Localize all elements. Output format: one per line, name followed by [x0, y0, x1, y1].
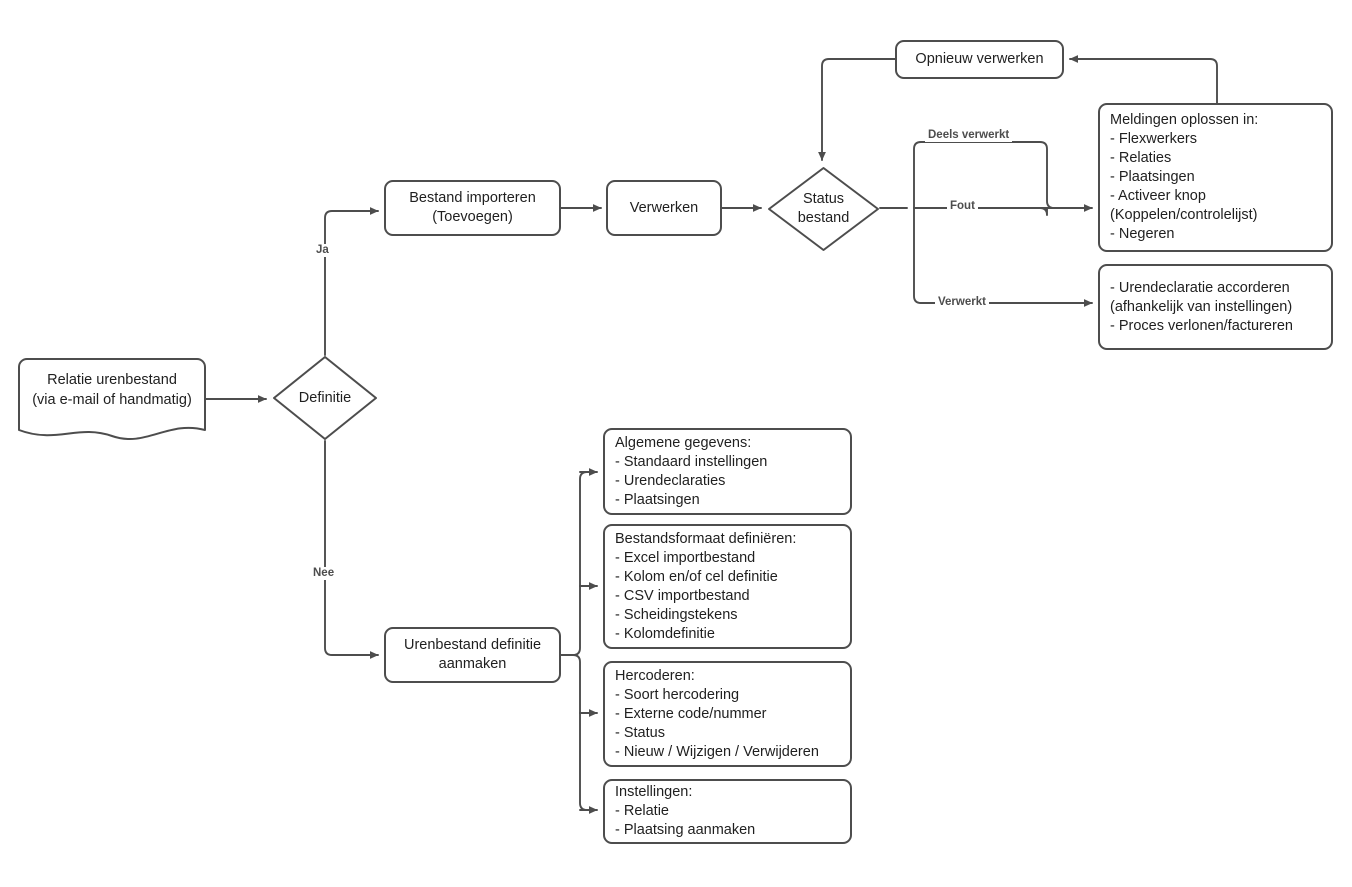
- node-verwerken: Verwerken: [606, 180, 722, 236]
- node-text-line: - Plaatsing aanmaken: [615, 822, 756, 838]
- edge-label-ja: Ja: [313, 244, 332, 257]
- node-bestand-importeren: Bestand importeren (Toevoegen): [384, 180, 561, 236]
- node-text-line: Instellingen:: [615, 784, 693, 800]
- node-hercoderen: Hercoderen: - Soort hercodering - Extern…: [603, 661, 852, 767]
- node-meldingen-oplossen: Meldingen oplossen in: - Flexwerkers - R…: [1098, 103, 1333, 252]
- node-algemene-gegevens: Algemene gegevens: - Standaard instellin…: [603, 428, 852, 515]
- node-text-line: Bestandsformaat definiëren:: [615, 530, 797, 547]
- node-status-bestand: Status bestand: [767, 166, 880, 252]
- edge-label-fout: Fout: [947, 200, 978, 213]
- node-urenbestand-definitie: Urenbestand definitie aanmaken: [384, 627, 561, 683]
- node-urendeclaratie: - Urendeclaratie accorderen (afhankelijk…: [1098, 264, 1333, 350]
- node-text-line: - Standaard instellingen: [615, 453, 768, 470]
- node-text-line: Status: [802, 191, 845, 207]
- node-text-line: - Plaatsingen: [1110, 169, 1195, 185]
- edge-def-trunk-lower: [560, 654, 588, 811]
- node-text-line: Algemene gegevens:: [615, 434, 752, 451]
- node-text-line: - Scheidingstekens: [615, 606, 738, 623]
- node-text-line: Bestand importeren: [409, 190, 536, 206]
- node-text-line: Opnieuw verwerken: [915, 51, 1044, 67]
- node-text-line: - Status: [615, 724, 665, 741]
- node-text-line: Meldingen oplossen in:: [1110, 112, 1259, 128]
- node-label: Definitie: [298, 389, 352, 406]
- node-text-line: - Flexwerkers: [1110, 131, 1198, 147]
- node-text-line: - Activeer knop: [1110, 188, 1206, 204]
- node-text-line: - Proces verlonen/factureren: [1110, 317, 1293, 334]
- node-text-line: - Kolomdefinitie: [615, 625, 715, 642]
- node-text-line: Urenbestand definitie: [403, 637, 542, 653]
- node-bestandsformaat: Bestandsformaat definiëren: - Excel impo…: [603, 524, 852, 649]
- edge-meldingen-to-opnieuw: [1069, 55, 1218, 104]
- node-text-line: Hercoderen:: [615, 667, 695, 684]
- node-text-line: - Kolom en/of cel definitie: [615, 568, 778, 585]
- node-text-line: - CSV importbestand: [615, 587, 750, 604]
- edge-status-trunk: [913, 141, 922, 304]
- node-text-line: (Toevoegen): [432, 209, 513, 225]
- node-text-line: (via e-mail of handmatig): [32, 392, 192, 408]
- edge-opnieuw-to-status: [818, 58, 896, 161]
- node-text-line: - Externe code/nummer: [615, 705, 767, 722]
- node-text-line: - Soort hercodering: [615, 686, 740, 703]
- node-text-line: (afhankelijk van instellingen): [1110, 298, 1293, 315]
- edge-label-verwerkt: Verwerkt: [935, 296, 989, 309]
- node-text-line: - Relatie: [615, 803, 669, 819]
- node-instellingen: Instellingen: - Relatie - Plaatsing aanm…: [603, 779, 852, 844]
- node-relatie-urenbestand: Relatie urenbestand (via e-mail of handm…: [18, 358, 206, 442]
- node-text-line: - Negeren: [1110, 226, 1175, 242]
- node-text-line: - Relaties: [1110, 150, 1172, 166]
- node-text-line: bestand: [797, 210, 850, 226]
- node-text-line: (Koppelen/controlelijst): [1110, 207, 1258, 223]
- node-text-line: Verwerken: [629, 199, 699, 216]
- node-text-line: - Plaatsingen: [615, 491, 700, 508]
- edge-label-nee: Nee: [310, 567, 338, 580]
- edge-def-trunk-upper: [560, 471, 588, 656]
- node-label: Status bestand: [767, 166, 880, 252]
- node-text-line: Relatie urenbestand: [47, 372, 177, 388]
- edge-definitie-nee: [324, 440, 379, 659]
- node-text-line: aanmaken: [438, 656, 507, 672]
- edge-label-deels-verwerkt: Deels verwerkt: [925, 129, 1013, 142]
- node-definitie: Definitie: [272, 355, 378, 441]
- node-text-line: - Urendeclaraties: [615, 472, 726, 489]
- node-text-line: - Excel importbestand: [615, 549, 756, 566]
- edge-fout-corner: [913, 207, 1048, 216]
- edge-definitie-ja: [324, 207, 379, 356]
- node-text-line: - Nieuw / Wijzigen / Verwijderen: [615, 743, 819, 760]
- node-text-line: - Urendeclaratie accorderen: [1110, 279, 1290, 296]
- edge-deels-verwerkt: [920, 141, 1055, 209]
- node-opnieuw-verwerken: Opnieuw verwerken: [895, 40, 1064, 79]
